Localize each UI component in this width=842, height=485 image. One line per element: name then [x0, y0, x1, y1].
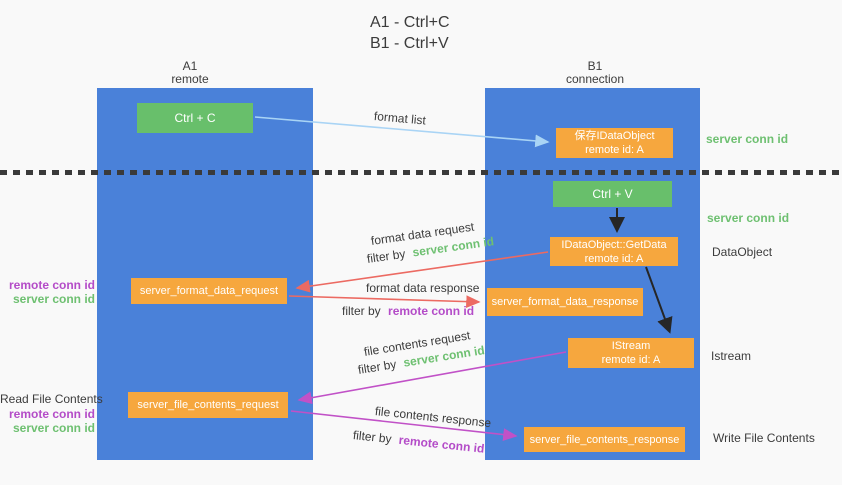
node-file-request-label: server_file_contents_request [137, 399, 279, 411]
arrow-format-data-response [288, 295, 481, 308]
edge-label-file-contents-response: file contents response [374, 404, 492, 431]
machine-boundary-dotted-line [0, 170, 842, 175]
lane-b1-name: B1 [587, 59, 603, 73]
node-ctrl-c-label: Ctrl + C [174, 111, 216, 125]
node-istream: IStream remote id: A [568, 338, 694, 368]
node-server-format-data-response: server_format_data_response [487, 288, 643, 316]
lane-a1-name: A1 [182, 59, 198, 73]
annotation-write-file-contents: Write File Contents [713, 431, 815, 445]
node-server-file-contents-request: server_file_contents_request [128, 392, 288, 418]
node-istream-line1: IStream [611, 340, 651, 352]
node-server-file-contents-response: server_file_contents_response [524, 427, 685, 452]
node-server-format-data-request: server_format_data_request [131, 278, 287, 304]
annotation-remote-conn-id-format: remote conn id [8, 278, 95, 292]
title-line-1: A1 - Ctrl+C [370, 14, 450, 31]
lane-header-b1: B1 connection [535, 60, 655, 86]
annotation-istream: Istream [711, 349, 752, 363]
filter-by-text: filter by [352, 428, 393, 447]
edge-label-format-list: format list [373, 109, 427, 128]
annotation-server-conn-id-mid: server conn id [707, 211, 790, 225]
lane-b1-role: connection [565, 72, 625, 86]
node-ctrl-c: Ctrl + C [137, 103, 253, 133]
node-format-request-label: server_format_data_request [139, 285, 279, 297]
node-istream-line2: remote id: A [601, 354, 661, 366]
node-getdata-line2: remote id: A [584, 252, 644, 265]
filter-by-text: filter by [366, 246, 407, 266]
node-ctrl-v: Ctrl + V [553, 181, 672, 207]
node-save-idataobject: 保存IDataObject remote id: A [556, 128, 673, 158]
node-save-idataobject-line1: 保存IDataObject [574, 130, 655, 142]
edge-label-format-data-response: format data response [366, 281, 480, 295]
annotation-dataobject: DataObject [712, 245, 773, 259]
annotation-server-conn-id-format: server conn id [12, 292, 95, 306]
node-getdata-line1: IDataObject::GetData [561, 238, 667, 251]
diagram-title: A1 - Ctrl+C B1 - Ctrl+V [370, 12, 450, 54]
node-file-response-label: server_file_contents_response [529, 433, 680, 446]
lane-a1-role: remote [171, 72, 209, 86]
filter-by-text: filter by [356, 357, 398, 377]
edge-label-format-response-filter: filter by remote conn id [342, 304, 474, 318]
lane-header-a1: A1 remote [130, 60, 250, 86]
annotation-remote-conn-id-file: remote conn id [8, 407, 95, 421]
filter-key-remote-conn-id: remote conn id [388, 304, 475, 318]
annotation-server-conn-id-file: server conn id [12, 421, 95, 435]
annotation-server-conn-id-top: server conn id [706, 132, 789, 146]
node-ctrl-v-label: Ctrl + V [592, 187, 633, 201]
node-idataobject-getdata: IDataObject::GetData remote id: A [550, 237, 678, 266]
filter-key-remote-conn-id: remote conn id [398, 432, 486, 456]
annotation-read-file-contents: Read File Contents [0, 392, 103, 406]
edge-label-file-response-filter: filter by remote conn id [352, 428, 485, 456]
filter-by-text: filter by [342, 304, 381, 318]
title-line-2: B1 - Ctrl+V [370, 35, 449, 52]
node-save-idataobject-line2: remote id: A [585, 144, 644, 156]
node-format-response-label: server_format_data_response [491, 296, 639, 308]
